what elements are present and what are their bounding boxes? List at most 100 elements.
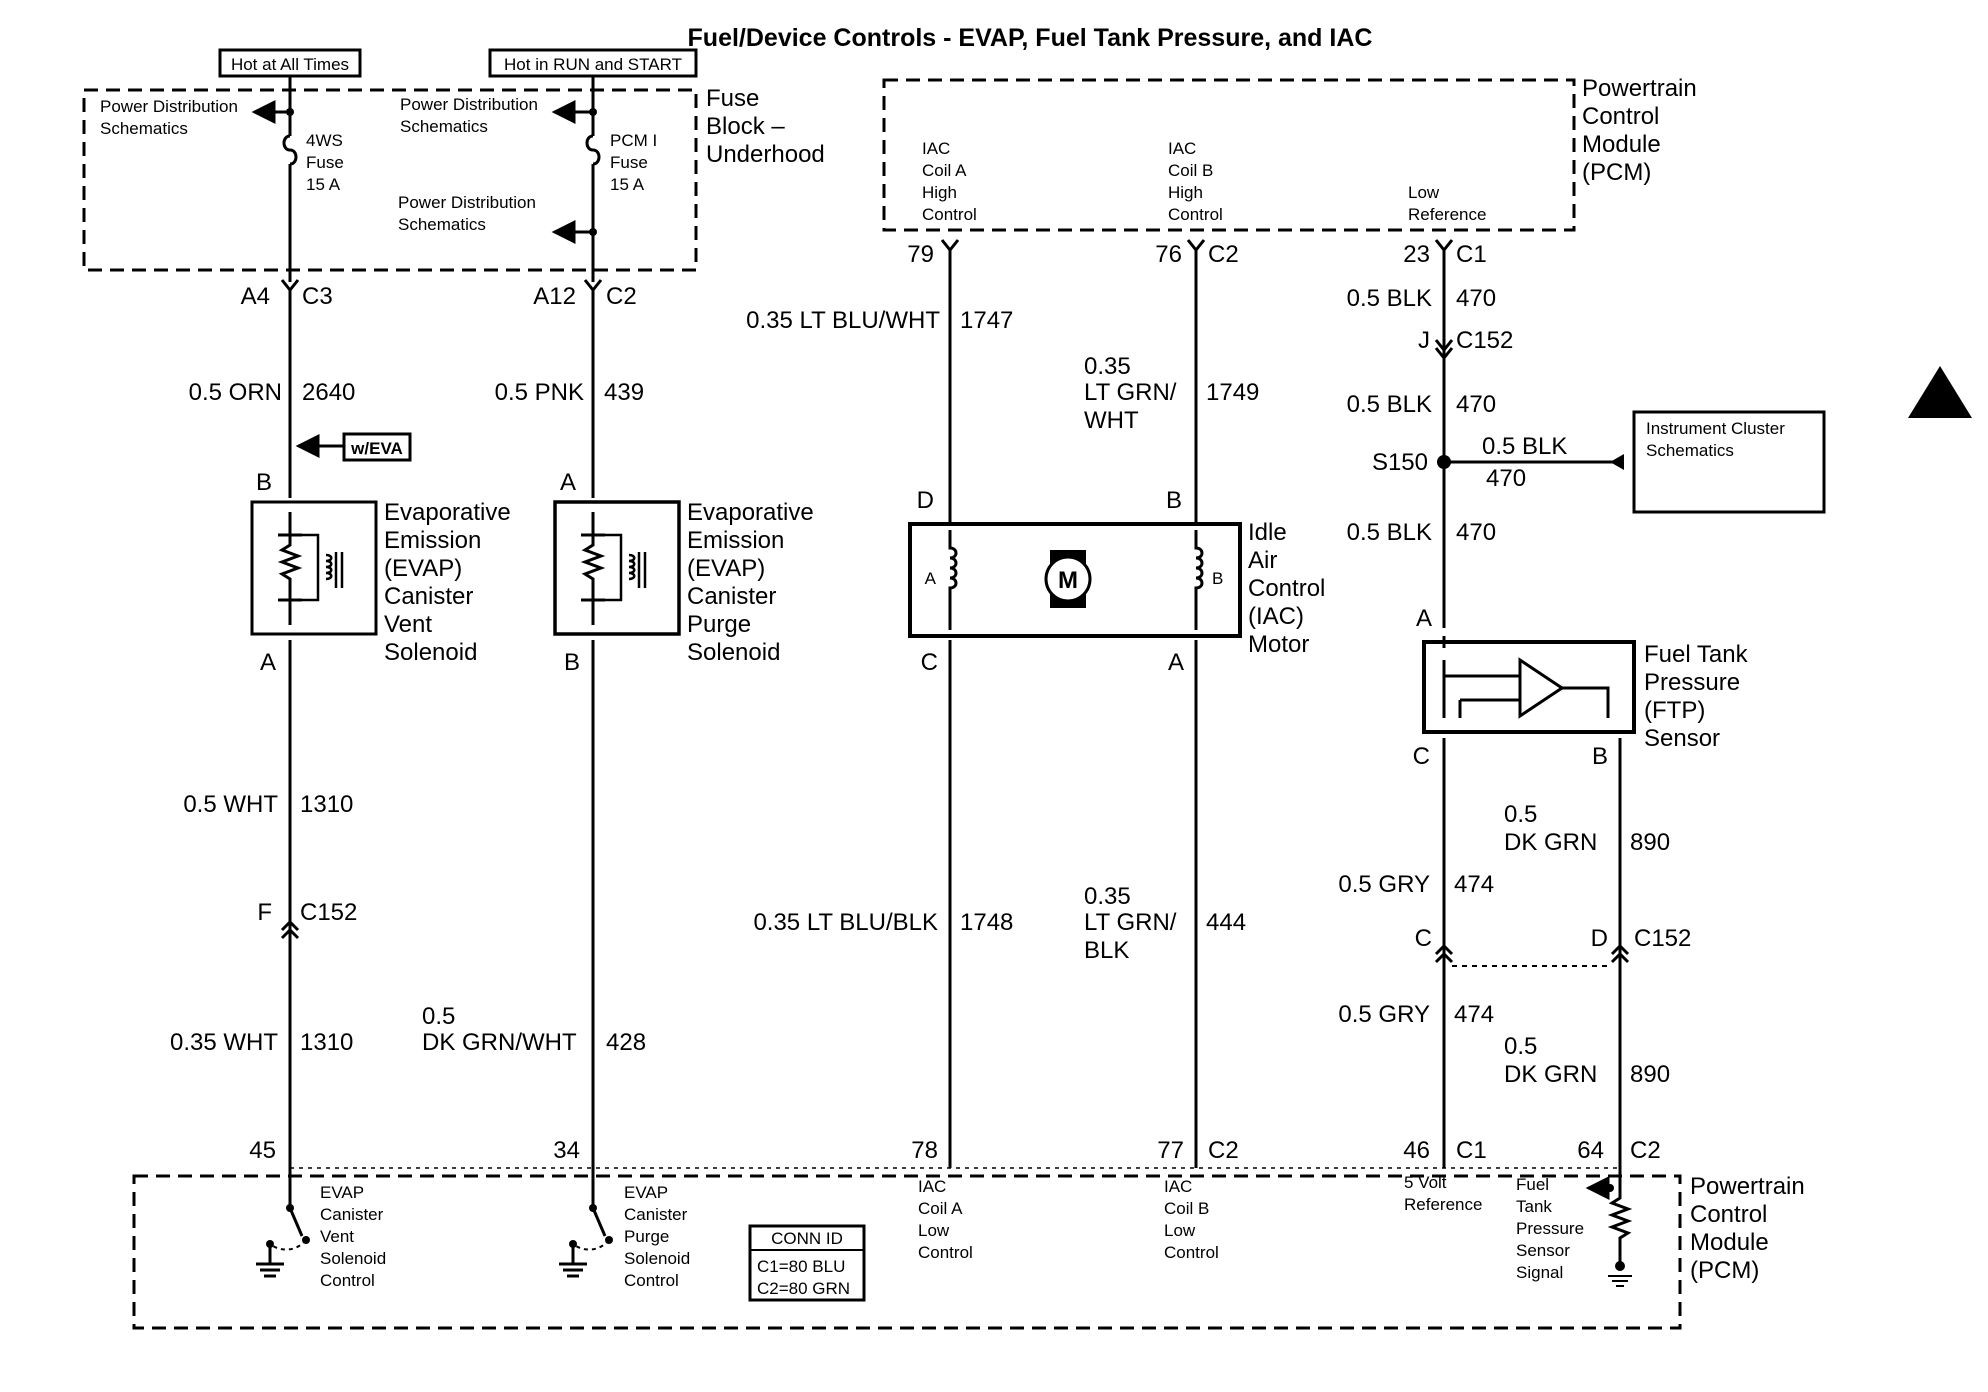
svg-text:w/EVA: w/EVA [350, 439, 403, 458]
wire-wht-circuit: 1310 [300, 791, 353, 818]
pds-label-3: Power Distribution Schematics [398, 193, 536, 234]
ftp-signal-pullup [1585, 1168, 1633, 1287]
conn-c-c152: C [1415, 925, 1432, 952]
iac-pin-c: C [921, 649, 938, 676]
svg-text:(PCM): (PCM) [1582, 159, 1651, 186]
purge-solenoid-label: Evaporative Emission (EVAP) Canister Pur… [687, 499, 814, 666]
svg-text:Module: Module [1582, 131, 1661, 158]
svg-text:0.35: 0.35 [1084, 883, 1131, 910]
vent-solenoid-box [250, 500, 378, 636]
svg-text:Coil A: Coil A [918, 1199, 963, 1218]
ftp-signal-label: Fuel Tank Pressure Sensor Signal [1516, 1175, 1584, 1282]
conn-a4: A4 [241, 283, 270, 310]
svg-text:LT GRN/: LT GRN/ [1084, 379, 1177, 406]
instrument-cluster-box: Instrument Cluster Schematics [1632, 410, 1826, 514]
wire-ltgrnblk-size: 0.35 LT GRN/ BLK [1084, 883, 1177, 964]
svg-text:Fuel: Fuel [1516, 1175, 1549, 1194]
iac-motor-box [908, 522, 1242, 638]
svg-text:Fuel Tank: Fuel Tank [1644, 641, 1749, 668]
ic-arrow [1610, 454, 1624, 470]
vent-solenoid-label: Evaporative Emission (EVAP) Canister Ven… [384, 499, 511, 666]
fuse-4ws-symbol [282, 134, 298, 166]
conn-j: J [1418, 327, 1430, 354]
wire-gry-circuit-2: 474 [1454, 1001, 1494, 1028]
wire-blk-size-2: 0.5 BLK [1347, 391, 1432, 418]
svg-text:C1=80 BLU: C1=80 BLU [757, 1257, 845, 1276]
svg-text:0.5: 0.5 [1504, 801, 1537, 828]
iac-a-low-label: IAC Coil A Low Control [918, 1177, 973, 1262]
wire-blk-ic-size: 0.5 BLK [1482, 433, 1567, 460]
wire-ltgrnblk-circuit: 444 [1206, 909, 1246, 936]
svg-text:BLK: BLK [1084, 937, 1129, 964]
wire-dkgrn-circuit-2: 890 [1630, 1061, 1670, 1088]
svg-text:Coil A: Coil A [922, 161, 967, 180]
conn-a12: A12 [533, 283, 576, 310]
vent-solenoid-coil [277, 512, 303, 625]
svg-text:Fuse: Fuse [706, 85, 759, 112]
pin-23: 23 [1403, 241, 1430, 268]
svg-text:CONN ID: CONN ID [771, 1229, 843, 1248]
conn-c1-top: C1 [1456, 241, 1487, 268]
svg-text:Power Distribution: Power Distribution [398, 193, 536, 212]
svg-text:WHT: WHT [1084, 407, 1139, 434]
pin-79: 79 [907, 241, 934, 268]
pds-label-2: Power Distribution Schematics [400, 95, 538, 136]
svg-text:Module: Module [1690, 1229, 1769, 1256]
svg-text:Control: Control [918, 1243, 973, 1262]
wire-pnk-circuit: 439 [604, 379, 644, 406]
wire-gry-circuit-1: 474 [1454, 871, 1494, 898]
conn-c152-left: C152 [300, 899, 357, 926]
svg-text:Control: Control [624, 1271, 679, 1290]
svg-text:Control: Control [1164, 1243, 1219, 1262]
splice-s150-label: S150 [1372, 449, 1428, 476]
svg-text:Control: Control [1690, 1201, 1767, 1228]
ftp-pin-a: A [1416, 605, 1432, 632]
svg-text:Schematics: Schematics [1646, 441, 1734, 460]
pin-77: 77 [1157, 1137, 1184, 1164]
ftp-pin-c: C [1413, 743, 1430, 770]
wire-dkgrn-size-1: 0.5 DK GRN [1504, 801, 1597, 856]
diagram-title: Fuel/Device Controls - EVAP, Fuel Tank P… [688, 24, 1373, 52]
svg-text:Reference: Reference [1404, 1195, 1482, 1214]
svg-text:Underhood: Underhood [706, 141, 825, 168]
purge-solenoid-box [553, 500, 681, 636]
purge-driver-switch [559, 1168, 613, 1278]
svg-text:Canister: Canister [624, 1205, 688, 1224]
wire-blk-circuit-2: 470 [1456, 391, 1496, 418]
iac-coil-a-label: A [925, 569, 937, 588]
svg-text:0.5: 0.5 [1504, 1033, 1537, 1060]
vent-pin-b: B [256, 469, 272, 496]
conn-c152-top: C152 [1456, 327, 1513, 354]
svg-text:IAC: IAC [922, 139, 950, 158]
svg-text:Emission: Emission [687, 527, 784, 554]
svg-text:C2=80 GRN: C2=80 GRN [757, 1279, 850, 1298]
svg-text:Reference: Reference [1408, 205, 1486, 224]
evap-vent-ctrl-label: EVAP Canister Vent Solenoid Control [320, 1183, 386, 1290]
iac-a-high-label: IAC Coil A High Control [922, 139, 977, 224]
svg-text:LT GRN/: LT GRN/ [1084, 909, 1177, 936]
wire-blk-size-1: 0.5 BLK [1347, 285, 1432, 312]
pcm-bottom-boundary [132, 1174, 1682, 1330]
pin-76: 76 [1155, 241, 1182, 268]
wire-ltbluwht-circuit: 1747 [960, 307, 1013, 334]
iac-pin-d: D [917, 487, 934, 514]
svg-text:High: High [922, 183, 957, 202]
svg-text:Control: Control [1168, 205, 1223, 224]
svg-text:Solenoid: Solenoid [687, 639, 780, 666]
fuse-block-boundary [82, 88, 698, 272]
wire-ltbluwht-size: 0.35 LT BLU/WHT [746, 307, 940, 334]
fuse-block-name: Fuse Block – Underhood [706, 85, 825, 168]
purge-pin-b: B [564, 649, 580, 676]
low-ref-label: Low Reference [1408, 183, 1486, 224]
wire-pnk-size: 0.5 PNK [495, 379, 584, 406]
wire-gry-size-2: 0.5 GRY [1338, 1001, 1430, 1028]
hot-at-all-times-label: Hot at All Times [218, 48, 362, 78]
svg-text:DK GRN: DK GRN [1504, 1061, 1597, 1088]
svg-text:(EVAP): (EVAP) [687, 555, 765, 582]
iac-motor-label: Idle Air Control (IAC) Motor [1248, 519, 1325, 658]
svg-text:Control: Control [922, 205, 977, 224]
svg-text:15 A: 15 A [306, 175, 341, 194]
ftp-sensor-symbol [1442, 636, 1610, 719]
iac-coil-a-symbol [948, 516, 958, 630]
iac-pin-b: B [1166, 487, 1182, 514]
